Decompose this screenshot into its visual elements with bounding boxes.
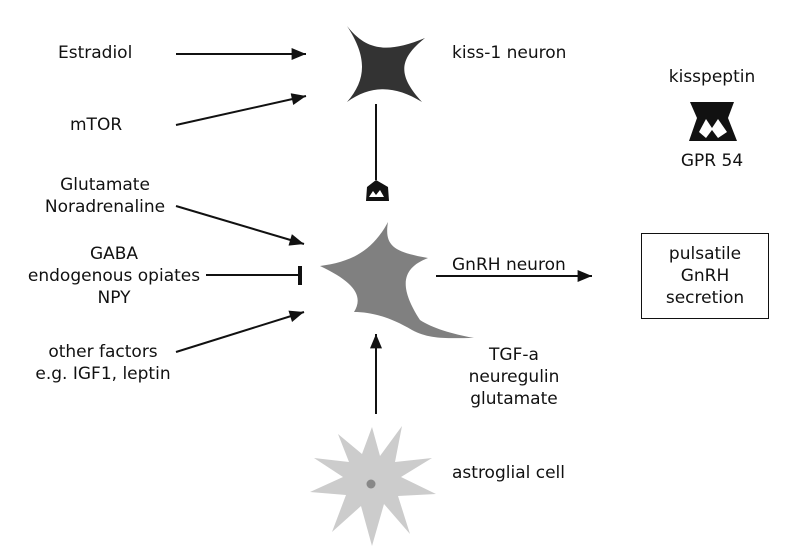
kisspeptin-legend-icon <box>689 102 737 141</box>
excitatory-inputs-label: Glutamate Noradrenaline <box>42 174 168 218</box>
kisspeptin-receptor-small-icon <box>366 180 389 201</box>
secretion-line-3: secretion <box>665 288 745 308</box>
glial-factors-label: TGF-a neuregulin glutamate <box>466 344 562 410</box>
secretion-line-1: pulsatile <box>668 244 742 264</box>
inhibitory-input-2: endogenous opiates <box>27 266 201 286</box>
gpr54-legend-label: GPR 54 <box>680 151 744 171</box>
glial-factor-2: neuregulin <box>468 367 560 387</box>
mtor-label: mTOR <box>70 115 123 135</box>
other-factors-line-2: e.g. IGF1, leptin <box>35 364 171 384</box>
kisspeptin-legend-label: kisspeptin <box>668 67 756 87</box>
estradiol-label: Estradiol <box>58 43 133 63</box>
inhibitory-inputs-label: GABA endogenous opiates NPY <box>25 243 203 309</box>
kiss1-neuron-shape <box>347 26 425 102</box>
pulsatile-gnrh-secretion-box: pulsatile GnRH secretion <box>641 233 769 319</box>
gnrh-neuron-shape <box>320 222 474 339</box>
inhibitory-input-3: NPY <box>97 288 131 308</box>
inhibitory-input-1: GABA <box>89 244 139 264</box>
excitatory-input-2: Noradrenaline <box>44 197 166 217</box>
kiss1-neuron-label: kiss-1 neuron <box>452 43 567 63</box>
secretion-line-2: GnRH <box>680 266 730 286</box>
glial-factor-3: glutamate <box>470 389 558 409</box>
astroglial-nucleus <box>366 479 376 489</box>
arrow-excitatory-to-gnrh <box>175 205 305 246</box>
other-factors-label: other factors e.g. IGF1, leptin <box>28 341 178 385</box>
other-factors-line-1: other factors <box>48 342 158 362</box>
glial-factor-1: TGF-a <box>489 345 539 365</box>
gnrh-neuron-label: GnRH neuron <box>452 255 566 275</box>
excitatory-input-1: Glutamate <box>60 175 150 195</box>
astroglial-cell-label: astroglial cell <box>452 463 565 483</box>
arrow-other-factors-to-gnrh <box>175 310 305 353</box>
arrow-mtor-to-kiss1 <box>175 93 307 126</box>
